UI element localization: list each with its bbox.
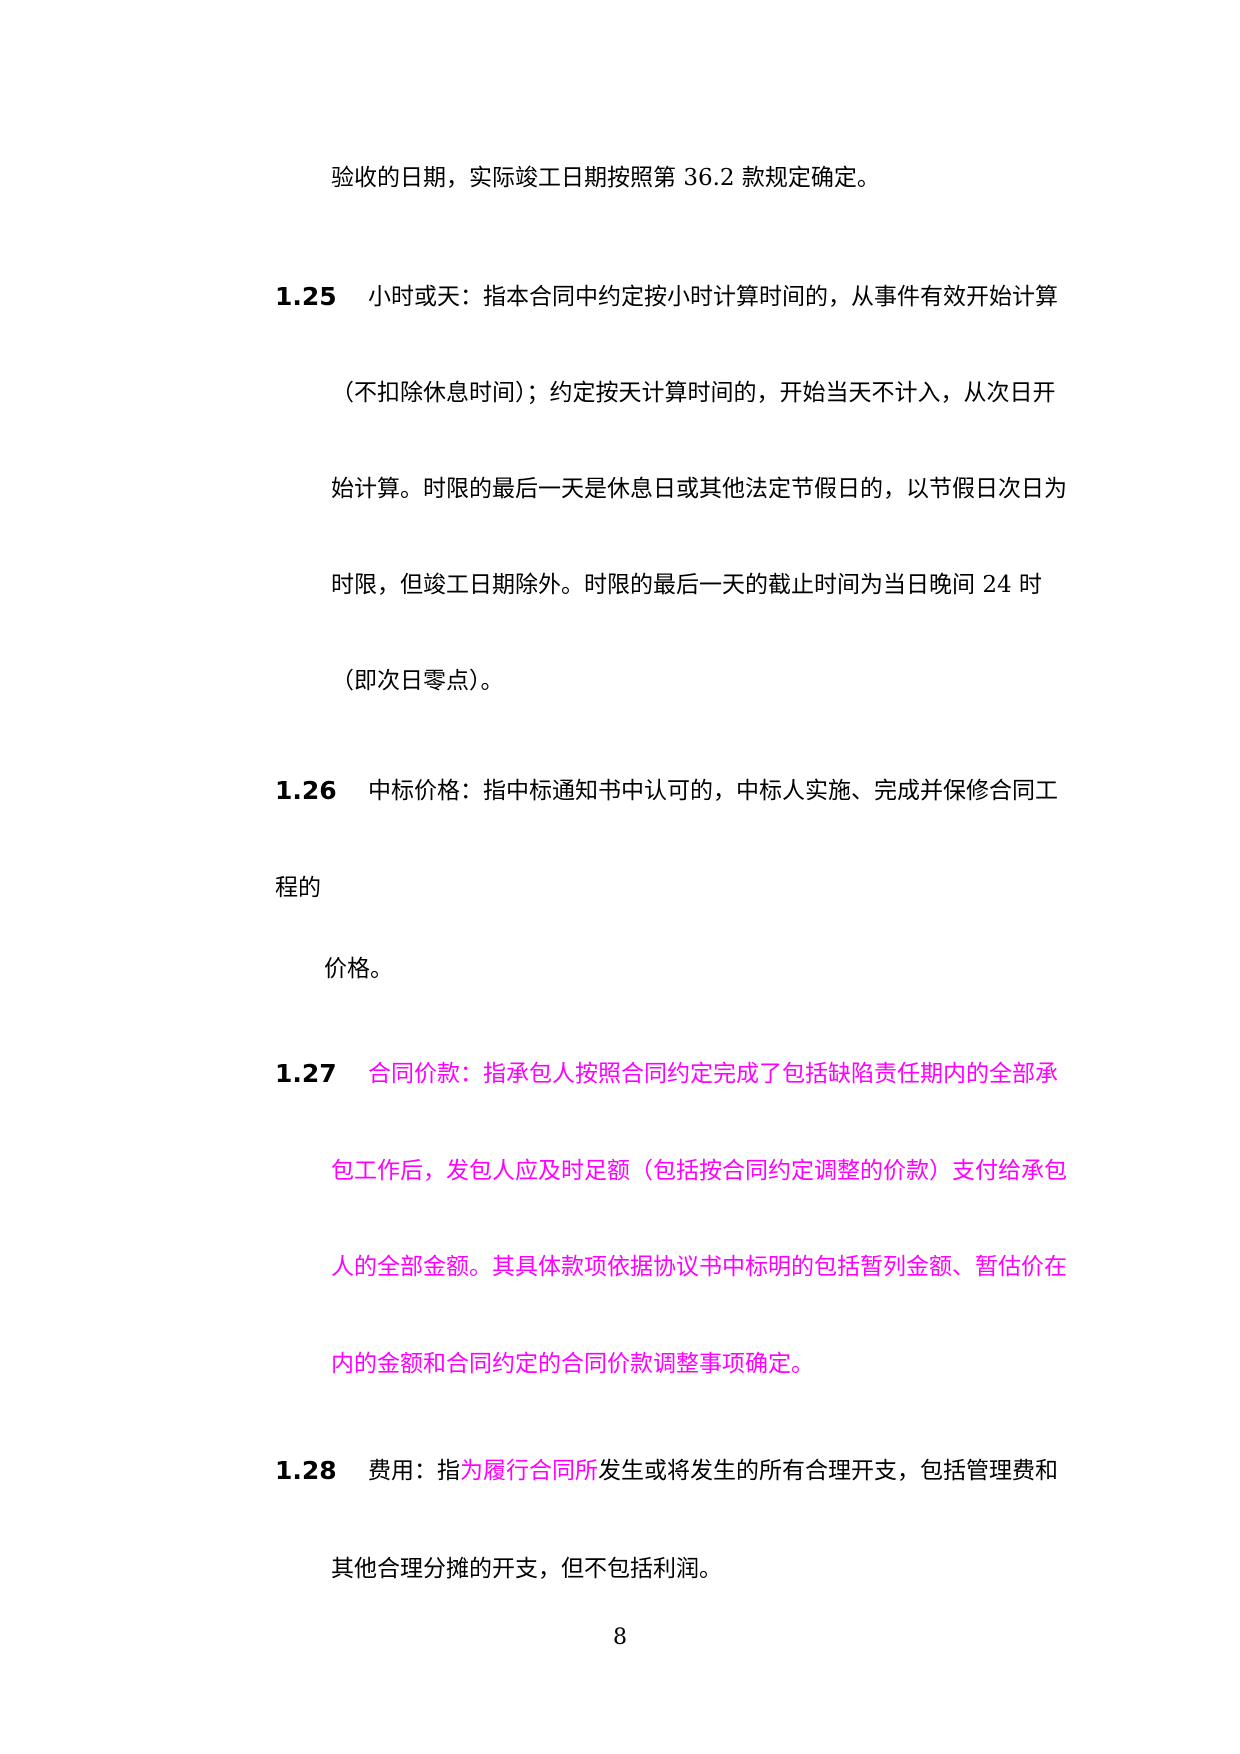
clause-reference: 36.2	[683, 165, 735, 191]
clause-1-27-line-2: 包工作后，发包人应及时足额（包括按合同约定调整的价款）支付给承包	[331, 1158, 1067, 1184]
clause-1-25-hour-number: 24	[982, 572, 1012, 598]
clause-1-25-line-4-end: 时	[1018, 572, 1042, 598]
clause-1-26-line-3: 价格。	[324, 956, 393, 982]
clause-1-27-line-3: 人的全部金额。其具体款项依据协议书中标明的包括暂列金额、暂估价在	[331, 1254, 1067, 1280]
continuation-text-end: 款规定确定。	[741, 165, 880, 191]
clause-1-28-line-1: 费用：指为履行合同所发生或将发生的所有合理开支，包括管理费和	[368, 1457, 1058, 1485]
continuation-text: 验收的日期，实际竣工日期按照第	[331, 165, 676, 191]
clause-1-28-highlight: 为履行合同所	[460, 1458, 598, 1484]
clause-1-26-line-2: 程的	[275, 875, 321, 901]
clause-1-26-line-1: 中标价格：指中标通知书中认可的，中标人实施、完成并保修合同工	[368, 778, 1058, 804]
clause-1-25-line-1: 小时或天：指本合同中约定按小时计算时间的，从事件有效开始计算	[368, 284, 1058, 310]
clause-1-25-line-2: （不扣除休息时间）；约定按天计算时间的，开始当天不计入，从次日开	[331, 380, 1056, 406]
clause-1-25-line-3: 始计算。时限的最后一天是休息日或其他法定节假日的，以节假日次日为	[331, 476, 1067, 502]
clause-1-25-line-4-text: 时限，但竣工日期除外。时限的最后一天的截止时间为当日晚间	[331, 572, 975, 598]
clause-number-1-26: 1.26	[275, 776, 337, 805]
clause-number-1-25: 1.25	[275, 282, 337, 311]
clause-1-28-line-1-rest: 发生或将发生的所有合理开支，包括管理费和	[598, 1458, 1058, 1484]
continuation-line: 验收的日期，实际竣工日期按照第 36.2 款规定确定。	[331, 164, 880, 192]
clause-number-1-27: 1.27	[275, 1059, 337, 1088]
clause-1-25-line-4: 时限，但竣工日期除外。时限的最后一天的截止时间为当日晚间 24 时	[331, 571, 1042, 599]
clause-1-25-line-5: （即次日零点）。	[331, 668, 504, 694]
clause-1-28-term: 费用：指	[368, 1458, 460, 1484]
clause-number-1-28: 1.28	[275, 1456, 337, 1485]
clause-1-28-line-2: 其他合理分摊的开支，但不包括利润。	[331, 1556, 722, 1582]
page-number: 8	[613, 1625, 627, 1650]
clause-1-27-line-1: 合同价款：指承包人按照合同约定完成了包括缺陷责任期内的全部承	[368, 1061, 1058, 1087]
clause-1-27-line-4: 内的金额和合同约定的合同价款调整事项确定。	[331, 1351, 814, 1377]
